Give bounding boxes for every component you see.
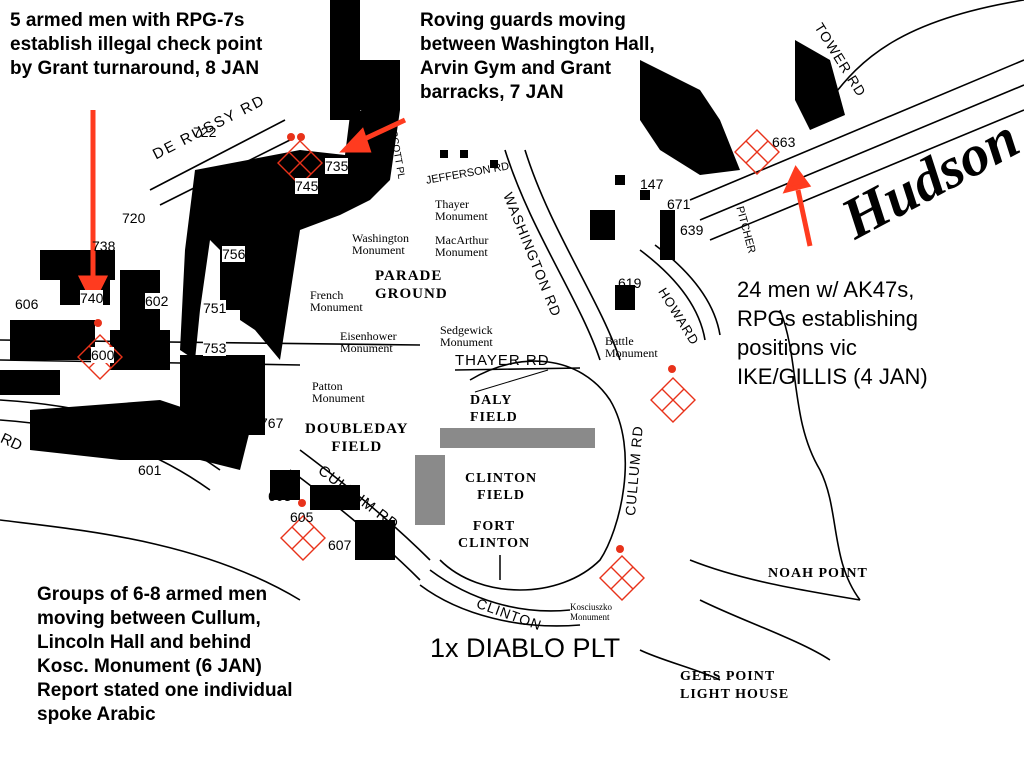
monument-thayer: Thayer Monument	[435, 197, 488, 223]
building-767: 767	[260, 415, 284, 431]
building-footprints	[0, 0, 845, 560]
building-720: 720	[122, 210, 146, 226]
symbol-cullum-diamond	[280, 515, 326, 561]
symbol-kosciuszko-diamond	[599, 555, 645, 601]
symbol-cullum	[280, 499, 326, 561]
road-thayer: THAYER RD	[455, 352, 550, 369]
building-738: 738	[92, 238, 116, 254]
building-663: 663	[772, 134, 796, 150]
label-parade-ground: PARADE GROUND	[375, 268, 448, 302]
callout-grant-checkpoint: 5 armed men with RPG-7s establish illega…	[10, 10, 263, 79]
symbol-cullum-dot	[298, 499, 306, 507]
monument-sedgewick: Sedgewick Monument	[440, 323, 493, 349]
building-753: 753	[203, 340, 227, 356]
daly-field-track	[440, 428, 595, 448]
monument-washington: Washington Monument	[352, 231, 410, 257]
building-602: 602	[145, 293, 169, 309]
label-doubleday-field: DOUBLEDAY FIELD	[305, 421, 409, 455]
symbol-grant	[734, 129, 780, 175]
arrow-head-roving	[339, 127, 372, 153]
monument-kosciuszko: Kosciuszko Monument	[570, 602, 612, 622]
building-147: 147	[640, 176, 664, 192]
building-740: 740	[80, 290, 104, 306]
building-750: 750	[23, 380, 47, 396]
building-607: 607	[328, 537, 352, 553]
monument-eisenhower: Eisenhower Monument	[340, 329, 397, 355]
label-clinton-field: CLINTON FIELD	[465, 471, 538, 503]
symbol-kosciuszko	[599, 545, 645, 601]
symbol-washington-hall	[277, 133, 323, 186]
arrow-head-grant	[77, 275, 109, 306]
monument-battle: Battle Monument	[605, 334, 658, 360]
building-735: 735	[325, 158, 349, 174]
symbol-ike-gillis-dot	[668, 365, 676, 373]
building-619: 619	[618, 275, 642, 291]
daly-pointer	[474, 369, 549, 393]
building-745: 745	[295, 178, 319, 194]
symbol-grant-turnaround-dot	[94, 319, 102, 327]
building-600: 600	[91, 347, 115, 363]
symbol-kosciuszko-dot	[616, 545, 624, 553]
monument-macarthur: MacArthur Monument	[435, 233, 489, 259]
clinton-field-track	[415, 455, 445, 525]
callout-arrows	[77, 110, 813, 306]
arrow-head-ike	[782, 165, 812, 194]
symbol-ike-gillis-diamond	[650, 377, 696, 423]
building-601: 601	[138, 462, 162, 478]
label-daly-field: DALY FIELD	[470, 393, 518, 425]
building-605: 605	[290, 509, 314, 525]
building-722: 722	[193, 124, 217, 140]
callout-diablo-platoon: 1x DIABLO PLT	[430, 633, 621, 663]
threat-symbols	[77, 129, 780, 601]
symbol-ike-gillis	[650, 365, 696, 423]
building-606: 606	[15, 296, 39, 312]
building-751: 751	[203, 300, 227, 316]
monument-french: French Monument	[310, 288, 363, 314]
building-603: 603	[268, 488, 292, 504]
monument-patton: Patton Monument	[312, 379, 365, 405]
symbol-washington-hall-dot	[287, 133, 295, 141]
callout-ike-gillis: 24 men w/ AK47s, RPGs establishing posit…	[737, 277, 928, 389]
arrow-ike-gillis	[795, 189, 813, 247]
label-fort-clinton: FORT CLINTON	[458, 519, 531, 551]
symbol-washington-hall-dot	[297, 133, 305, 141]
label-noah-point: NOAH POINT	[768, 566, 868, 581]
building-639: 639	[680, 222, 704, 238]
symbol-grant-diamond	[734, 129, 780, 175]
label-lighthouse: GEES POINT LIGHT HOUSE	[680, 669, 790, 702]
hudson-label: Hudson	[830, 105, 1024, 252]
callout-cullum-groups: Groups of 6-8 armed men moving between C…	[37, 584, 293, 725]
building-671: 671	[667, 196, 691, 212]
callout-roving-guards: Roving guards moving between Washington …	[420, 10, 655, 103]
building-756: 756	[222, 246, 246, 262]
